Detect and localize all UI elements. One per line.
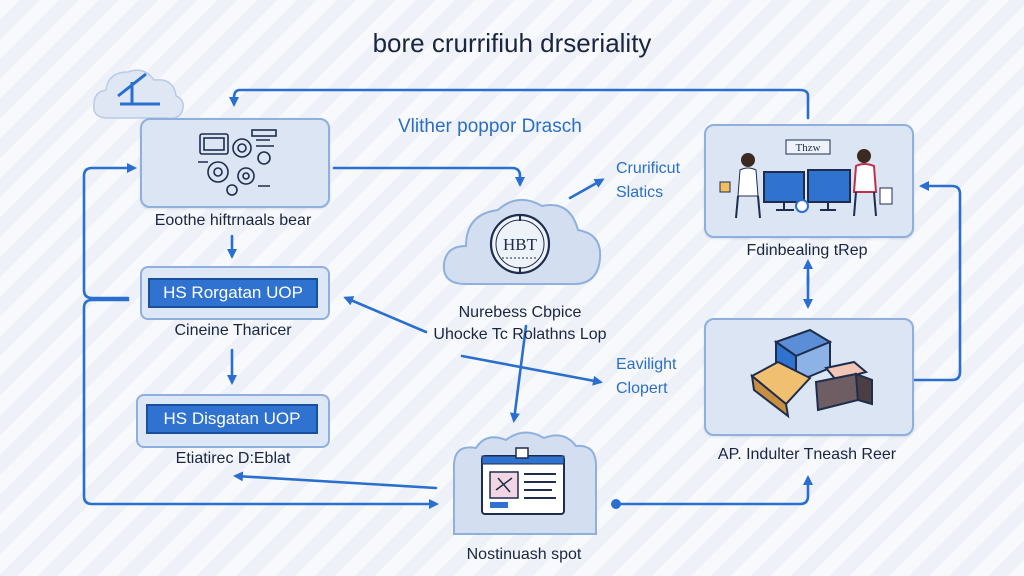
- boxes-stack-icon: [750, 328, 873, 419]
- bottom-panel-label: Nostinuash spot: [466, 546, 582, 563]
- cloud-badge-text: HBT: [503, 235, 538, 254]
- arrow-center-to-bottom: [509, 324, 528, 423]
- bottom-cloud-panel[interactable]: [436, 426, 612, 538]
- process-panel-top-left[interactable]: [140, 118, 330, 208]
- gears-circuit-icon: [198, 129, 277, 196]
- center-label-2: Uhocke Tc Rolathns Lop: [433, 326, 607, 343]
- process-panel-right-top[interactable]: Thzw: [704, 124, 914, 238]
- arrow-to-cloud: [332, 166, 525, 187]
- left-label-2: Etiatirec D:Eblat: [175, 450, 291, 467]
- monitor-sign-text: Thzw: [795, 142, 820, 154]
- diagram-subtitle: Vlither poppor Drasch: [398, 116, 582, 137]
- eavilight-label-2: Clopert: [616, 380, 668, 397]
- people-monitors-icon: Thzw: [719, 139, 893, 219]
- arrow-left-loop-up: [82, 163, 137, 300]
- disgatan-uop-button[interactable]: HS Disgatan UOP: [146, 404, 318, 434]
- arrow-left-loop-bottom: [82, 298, 439, 509]
- rorgatan-uop-button[interactable]: HS Rorgatan UOP: [148, 278, 318, 308]
- page-title: bore crurrifiuh drseriality: [372, 28, 652, 58]
- arrow-center-to-eavilight: [460, 354, 603, 386]
- critical-label-2: Slatics: [616, 184, 664, 201]
- right-top-panel-label: Fdinbealing tRep: [746, 242, 868, 259]
- connector-dot: [611, 499, 621, 509]
- center-cloud[interactable]: HBT: [436, 186, 606, 296]
- left-label-1: Cineine Tharicer: [174, 322, 292, 339]
- arrow-bottom-to-left: [233, 471, 438, 490]
- top-left-panel-label: Eoothe hiftrnaals bear: [154, 212, 312, 229]
- cloud-logo-icon: [93, 69, 184, 120]
- critical-label-1: Crurificut: [616, 160, 681, 177]
- arrow-to-critical: [568, 178, 605, 200]
- arrow-center-to-button: [343, 296, 428, 334]
- arrow-bottom-to-right: [618, 475, 813, 506]
- arrow-top-loop: [229, 88, 810, 120]
- arrow-right-loop: [910, 181, 962, 382]
- eavilight-label-1: Eavilight: [616, 356, 677, 373]
- right-bottom-panel-label: AP. Indulter Tneash Reer: [717, 446, 897, 463]
- center-label-1: Nurebess Cbpice: [458, 304, 582, 321]
- process-panel-right-bottom[interactable]: [704, 318, 914, 436]
